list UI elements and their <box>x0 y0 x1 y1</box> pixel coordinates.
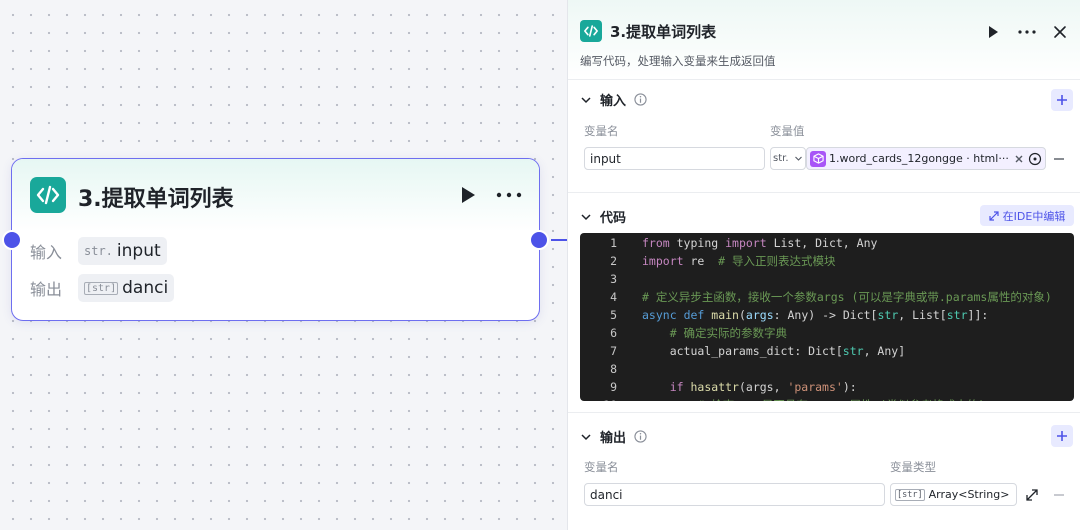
line-number: 8 <box>610 362 617 376</box>
edit-in-ide-button[interactable]: 在IDE中编辑 <box>980 205 1074 226</box>
clear-icon[interactable] <box>1014 154 1024 164</box>
node-header: 3.提取单词列表 <box>12 159 539 231</box>
plus-icon <box>1057 95 1067 105</box>
code-text: if hasattr(args, 'params'): <box>669 380 857 394</box>
input-col-name-label: 变量名 <box>584 124 619 138</box>
code-icon <box>580 20 602 42</box>
code-line[interactable]: 2 import re # 导入正则表达式模块 <box>580 252 835 270</box>
panel-title[interactable]: 3.提取单词列表 <box>610 23 717 41</box>
code-line[interactable]: 4 # 定义异步主函数，接收一个参数args (可以是字典或带.params属性的… <box>580 288 1052 306</box>
str-type-icon: str. <box>84 244 113 258</box>
line-number: 6 <box>610 326 617 340</box>
code-line[interactable]: 10 # 检查args是否具有params属性 (类似参考格式中的) <box>580 396 985 401</box>
output-variable-name-field[interactable]: danci <box>584 483 885 506</box>
code-line[interactable]: 8 <box>580 360 617 378</box>
array-type-icon: [str] <box>84 281 119 295</box>
more-icon[interactable] <box>1016 22 1038 42</box>
close-icon[interactable] <box>1050 22 1070 42</box>
output-type-select[interactable]: [str] Array<String> <box>890 483 1017 506</box>
workflow-node-icon <box>810 150 826 167</box>
target-icon[interactable] <box>1028 152 1042 166</box>
expand-icon <box>989 210 999 221</box>
code-line[interactable]: 6 # 确定实际的参数字典 <box>580 324 787 342</box>
node-title: 3.提取单词列表 <box>78 187 234 212</box>
node-input-label: 输入 <box>30 243 63 262</box>
node-output-pill: [str] danci <box>78 274 175 302</box>
code-section-header[interactable]: 代码 <box>580 207 626 226</box>
output-section-title: 输出 <box>600 431 627 446</box>
code-editor[interactable]: 1 from typing import List, Dict, Any 2 impo… <box>580 233 1074 401</box>
line-number: 3 <box>610 272 617 286</box>
code-line[interactable]: 5 async def main(args: Any) -> Dict[str, … <box>580 306 988 324</box>
input-variable-name-value: input <box>590 151 621 166</box>
input-reference-value: 1.word_cards_12gongge · html··· <box>829 152 1009 165</box>
code-section-title: 代码 <box>600 211 627 226</box>
code-icon <box>30 177 66 213</box>
line-number: 5 <box>610 308 617 322</box>
code-text: # 检查args是否具有params属性 (类似参考格式中的) <box>642 397 985 401</box>
add-input-button[interactable] <box>1051 89 1073 111</box>
node-output-label: 输出 <box>30 280 63 299</box>
play-icon[interactable] <box>983 22 1003 42</box>
output-variable-name-value: danci <box>590 487 623 502</box>
line-number: 7 <box>610 344 617 358</box>
input-reference-field[interactable]: 1.word_cards_12gongge · html··· <box>806 147 1046 170</box>
output-section-header[interactable]: 输出 <box>580 427 647 446</box>
node-input-pill: str. input <box>78 237 167 265</box>
output-col-name-label: 变量名 <box>584 460 619 474</box>
input-col-value-label: 变量值 <box>770 124 805 138</box>
code-line[interactable]: 3 <box>580 270 617 288</box>
array-type-icon: [str] <box>895 488 925 501</box>
chevron-down-icon[interactable] <box>580 94 592 106</box>
panel-header: 3.提取单词列表 编写代码，处理输入变量来生成返回值 <box>568 0 1080 80</box>
input-section-title: 输入 <box>600 94 627 109</box>
input-type-select[interactable]: str. <box>770 147 806 170</box>
code-text: actual_params_dict: Dict[str, Any] <box>642 344 906 358</box>
code-text: import re # 导入正则表达式模块 <box>642 254 836 268</box>
remove-output-icon[interactable] <box>1053 489 1065 501</box>
divider <box>568 412 1080 413</box>
line-number: 10 <box>580 398 617 401</box>
node-output-name: danci <box>122 278 169 298</box>
remove-input-icon[interactable] <box>1053 153 1065 165</box>
edit-in-ide-label: 在IDE中编辑 <box>1002 209 1066 223</box>
info-icon[interactable] <box>634 430 647 443</box>
node-settings-panel: 3.提取单词列表 编写代码，处理输入变量来生成返回值 输入 变量名 变量值 in… <box>567 0 1080 530</box>
code-line[interactable]: 1 from typing import List, Dict, Any <box>580 234 877 252</box>
output-port[interactable] <box>529 230 549 250</box>
code-node-card[interactable]: 3.提取单词列表 输入 str. input 输出 [str] danci <box>11 158 540 321</box>
add-output-button[interactable] <box>1051 425 1073 447</box>
chevron-down-icon[interactable] <box>580 431 592 443</box>
node-input-row: 输入 str. input <box>30 236 167 266</box>
output-col-type-label: 变量类型 <box>890 460 936 474</box>
edge-line <box>551 239 567 241</box>
line-number: 1 <box>610 236 617 250</box>
chevron-down-icon <box>795 156 802 161</box>
code-line[interactable]: 9 if hasattr(args, 'params'): <box>580 378 857 396</box>
line-number: 2 <box>610 254 617 268</box>
expand-icon[interactable] <box>1026 489 1038 501</box>
play-icon[interactable] <box>458 185 478 205</box>
info-icon[interactable] <box>634 93 647 106</box>
plus-icon <box>1057 431 1067 441</box>
input-variable-name-field[interactable]: input <box>584 147 765 170</box>
code-text: async def main(args: Any) -> Dict[str, L… <box>642 308 989 322</box>
code-text: # 确定实际的参数字典 <box>669 326 788 340</box>
panel-description[interactable]: 编写代码，处理输入变量来生成返回值 <box>580 54 776 68</box>
node-output-row: 输出 [str] danci <box>30 273 175 303</box>
code-text: # 定义异步主函数，接收一个参数args (可以是字典或带.params属性的对… <box>642 290 1052 304</box>
code-text: from typing import List, Dict, Any <box>642 236 878 250</box>
input-type-value: str. <box>773 153 789 164</box>
divider <box>568 192 1080 193</box>
line-number: 4 <box>610 290 617 304</box>
input-section-header[interactable]: 输入 <box>580 90 647 109</box>
more-icon[interactable] <box>494 185 524 205</box>
input-port[interactable] <box>2 230 22 250</box>
output-type-value: Array<String> <box>928 488 1010 501</box>
node-input-name: input <box>116 241 161 261</box>
chevron-down-icon[interactable] <box>580 211 592 223</box>
line-number: 9 <box>610 380 617 394</box>
code-line[interactable]: 7 actual_params_dict: Dict[str, Any] <box>580 342 905 360</box>
